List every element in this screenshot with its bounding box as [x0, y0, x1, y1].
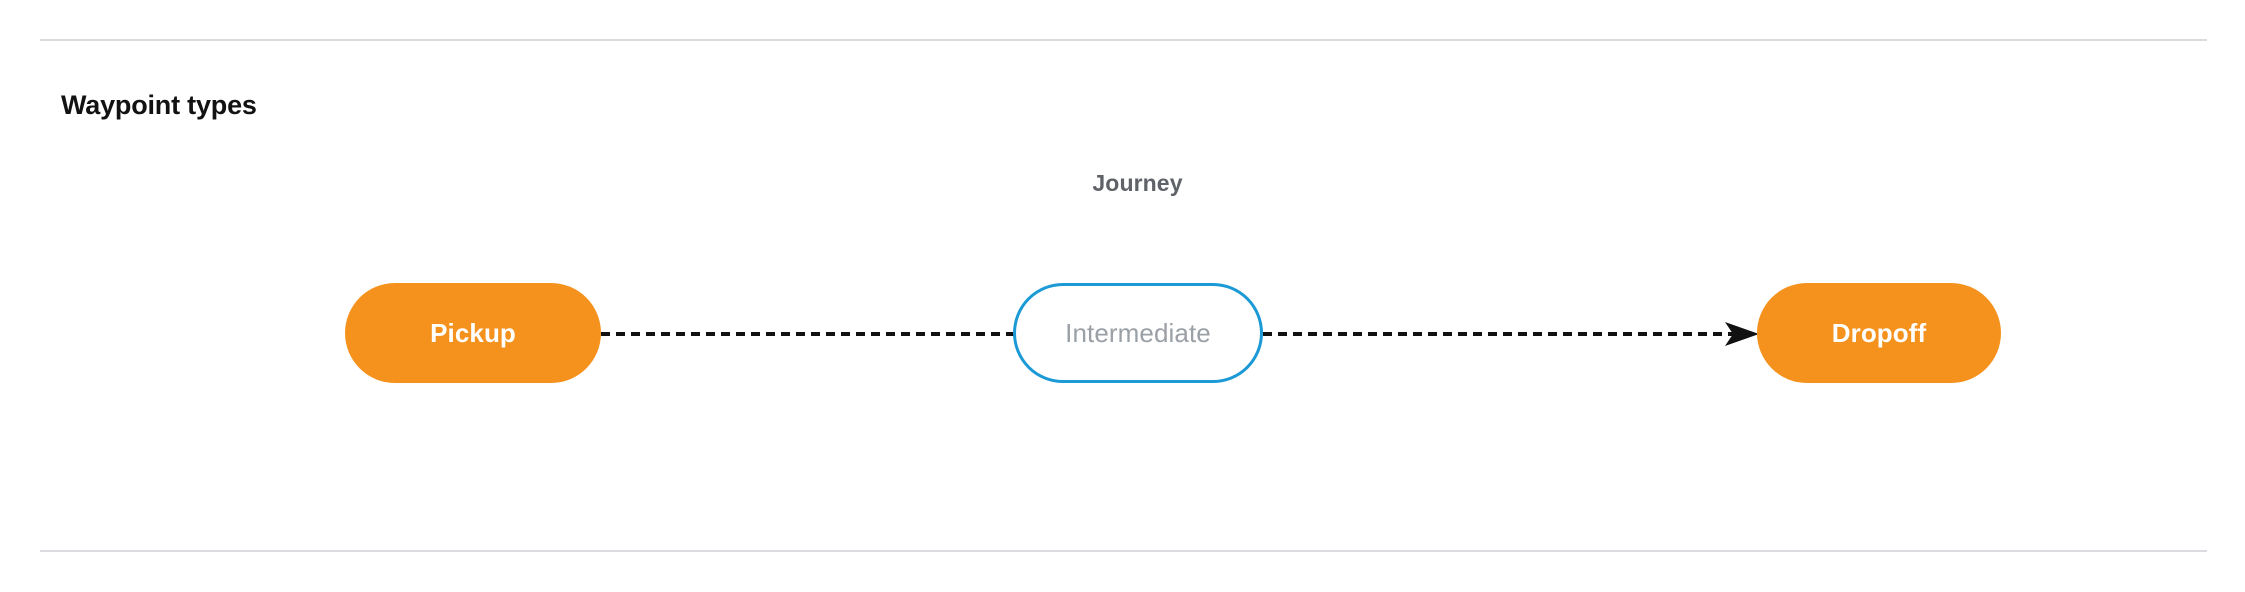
node-pickup[interactable]: Pickup — [345, 283, 601, 383]
section-top-divider — [40, 39, 2207, 41]
node-dropoff-label: Dropoff — [1831, 317, 1927, 348]
arrowhead-icon — [1725, 322, 1759, 346]
node-pickup-label: Pickup — [430, 317, 516, 348]
edge-intermediate-to-dropoff — [1263, 318, 1759, 350]
section-bottom-divider — [40, 550, 2207, 552]
edge-pickup-to-intermediate-line — [601, 332, 1015, 336]
edge-pickup-to-intermediate — [601, 318, 1015, 350]
journey-group-label-text: Journey — [1092, 170, 1183, 196]
node-intermediate-label: Intermediate — [1065, 317, 1211, 348]
edge-intermediate-to-dropoff-line — [1263, 322, 1759, 346]
page-title: Waypoint types — [61, 90, 257, 121]
node-dropoff[interactable]: Dropoff — [1757, 283, 2001, 383]
journey-group-label: Journey — [0, 170, 2245, 197]
node-intermediate[interactable]: Intermediate — [1013, 283, 1263, 383]
